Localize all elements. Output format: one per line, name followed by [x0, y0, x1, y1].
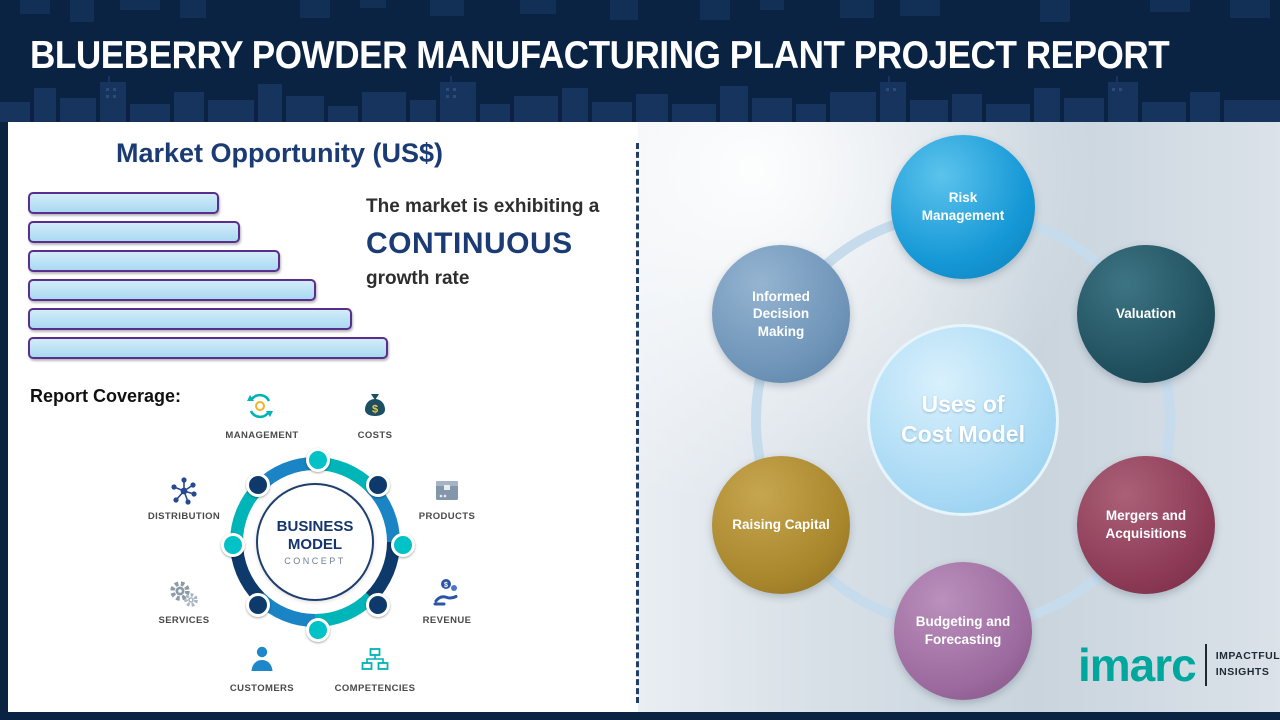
distribution-icon [166, 473, 202, 514]
market-opportunity-title: Market Opportunity (US$) [116, 138, 444, 168]
business-model-center-line3: CONCEPT [284, 555, 346, 566]
ring-node-dot [221, 533, 245, 557]
ring-node-dot [306, 448, 330, 472]
cost-model-center-line2: Cost Model [901, 421, 1025, 447]
business-model-item-customers: CUSTOMERS [229, 683, 295, 694]
business-model-item-costs: COSTS [357, 430, 393, 441]
logo-tagline: IMPACTFUL INSIGHTS [1216, 649, 1280, 681]
ring-node-dot [246, 593, 270, 617]
ring-node-dot [306, 618, 330, 642]
growth-annotation: The market is exhibiting a CONTINUOUS gr… [366, 196, 646, 290]
cost-model-node-mergers-acquisitions: Mergers and Acquisitions [1077, 456, 1215, 594]
cost-model-node-budgeting-forecasting: Budgeting and Forecasting [894, 562, 1032, 700]
market-bar [28, 308, 352, 330]
left-frame-strip [0, 122, 8, 720]
cost-model-center: Uses of Cost Model [867, 324, 1059, 516]
logo-tagline-line2: INSIGHTS [1215, 666, 1270, 678]
ring-node-dot [366, 593, 390, 617]
business-model-item-revenue: REVENUE [422, 615, 472, 626]
logo-tagline-line1: IMPACTFUL [1215, 650, 1280, 663]
cost-model-node-informed-decision-making: Informed Decision Making [712, 245, 850, 383]
business-model-item-products: PRODUCTS [418, 511, 476, 522]
revenue-icon: $ [429, 574, 465, 615]
city-skyline-top-icon [20, 0, 1270, 22]
business-model-center: BUSINESS MODEL CONCEPT [256, 483, 374, 601]
left-panel: Market Opportunity (US$) The market is e… [8, 122, 638, 712]
right-panel: Uses of Cost Model Risk Management Valua… [638, 122, 1280, 712]
node-label: Informed Decision Making [752, 288, 810, 339]
header: BLUEBERRY POWDER MANUFACTURING PLANT PRO… [0, 0, 1280, 122]
business-model-center-line1: BUSINESS [276, 518, 354, 536]
business-model-center-line2: MODEL [287, 535, 343, 553]
products-icon [429, 472, 465, 513]
cost-model-node-raising-capital: Raising Capital [712, 456, 850, 594]
section-divider [636, 143, 639, 703]
imarc-logo: imarc IMPACTFUL INSIGHTS [1078, 642, 1280, 688]
bottom-frame-strip [0, 712, 1280, 720]
cost-model-node-risk-management: Risk Management [891, 135, 1035, 279]
market-bar [28, 250, 280, 272]
ring-node-dot [246, 473, 270, 497]
page-title: BLUEBERRY POWDER MANUFACTURING PLANT PRO… [30, 34, 1170, 77]
node-label: Raising Capital [732, 517, 830, 533]
customers-icon [244, 641, 280, 682]
management-icon [242, 388, 278, 429]
growth-line2: growth rate [366, 268, 470, 289]
business-model-item-services: SERVICES [158, 615, 210, 626]
growth-line1: The market is exhibiting a [366, 196, 600, 217]
node-label: Budgeting and Forecasting [915, 614, 1011, 647]
business-model-item-management: MANAGEMENT [225, 430, 299, 441]
costs-icon: $ [357, 388, 393, 429]
svg-text:$: $ [372, 404, 378, 416]
node-label: Mergers and Acquisitions [1105, 508, 1187, 541]
market-bar [28, 192, 219, 214]
node-label: Valuation [1115, 306, 1176, 322]
business-model-item-distribution: DISTRIBUTION [147, 511, 221, 522]
cost-model-node-valuation: Valuation [1077, 245, 1215, 383]
city-skyline-icon [0, 76, 1280, 122]
business-model-item-competencies: COMPETENCIES [334, 683, 416, 694]
imarc-logo-wordmark: imarc [1078, 639, 1197, 691]
report-coverage-label: Report Coverage: [30, 386, 182, 406]
market-bar [28, 221, 240, 243]
market-bar [28, 337, 388, 359]
market-bar-chart [28, 192, 388, 366]
ring-node-dot [391, 533, 415, 557]
node-label: Risk Management [921, 190, 1005, 223]
cost-model-center-line1: Uses of [921, 391, 1005, 418]
logo-separator [1204, 644, 1207, 686]
ring-node-dot [366, 473, 390, 497]
competencies-icon [357, 642, 393, 683]
services-icon [166, 575, 202, 616]
growth-highlight: CONTINUOUS [366, 227, 573, 260]
market-bar [28, 279, 316, 301]
svg-text:$: $ [444, 582, 448, 589]
